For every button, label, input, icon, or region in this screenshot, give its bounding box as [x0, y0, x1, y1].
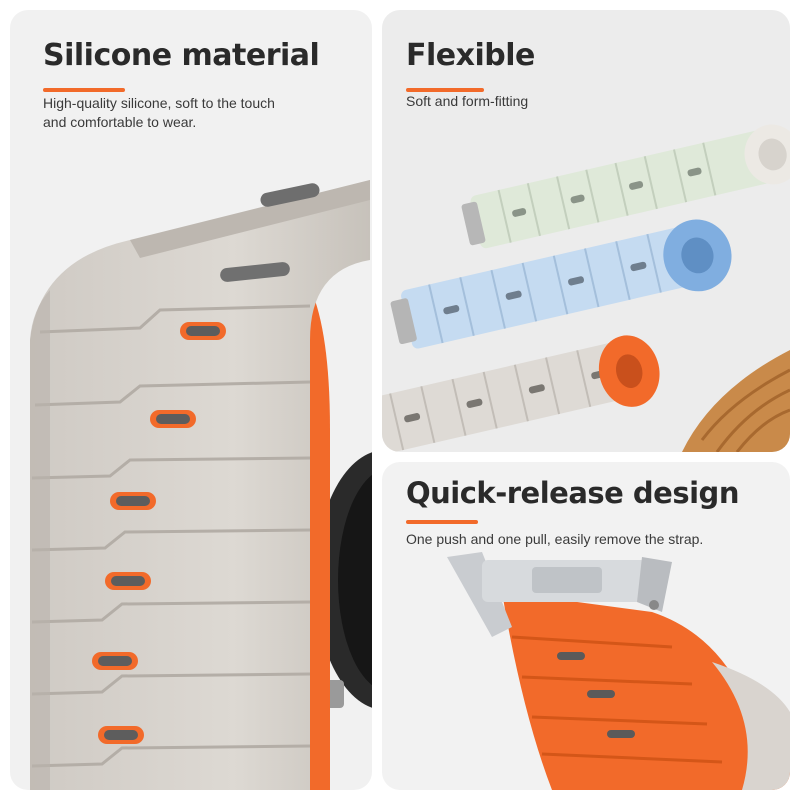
silicone-strap-image — [30, 180, 372, 790]
panel-heading: Flexible — [406, 38, 535, 73]
feature-panel-flexible: Flexible Soft and form-fitting — [382, 10, 790, 452]
heading-underline — [43, 88, 125, 92]
heading-underline — [406, 520, 478, 524]
feature-panel-quick-release: Quick-release design One push and one pu… — [382, 462, 790, 790]
rolled-straps-image — [382, 124, 790, 452]
panel-heading: Silicone material — [43, 38, 320, 73]
description-line: High-quality silicone, soft to the touch — [43, 95, 275, 111]
panel-description: High-quality silicone, soft to the touch… — [43, 94, 275, 132]
panel-description: One push and one pull, easily remove the… — [406, 531, 704, 547]
description-line: and comfortable to wear. — [43, 114, 197, 130]
panel-heading: Quick-release design — [406, 476, 739, 510]
panel-description: Soft and form-fitting — [406, 93, 529, 109]
quick-release-image — [447, 552, 790, 790]
feature-panel-silicone: Silicone material High-quality silicone,… — [10, 10, 372, 790]
heading-underline — [406, 88, 484, 92]
